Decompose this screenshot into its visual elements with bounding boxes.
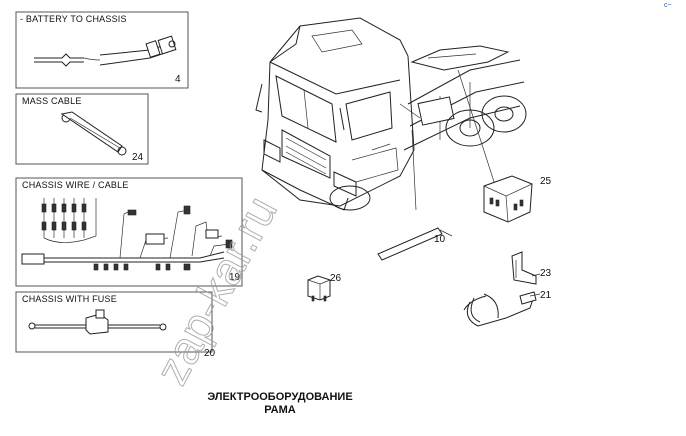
part-21-clamp: 21	[463, 290, 552, 327]
callout-25: 25	[540, 176, 552, 187]
panel-num-battery: 4	[175, 74, 181, 85]
part-10-strip: 10	[377, 227, 453, 261]
caption-line-1: ЭЛЕКТРООБОРУДОВАНИЕ	[207, 391, 352, 403]
part-26-relay: 26	[307, 273, 342, 302]
caption-line-2: РАМА	[264, 404, 295, 416]
callout-10: 10	[434, 234, 446, 245]
panel-title-wire: CHASSIS WIRE / CABLE	[22, 180, 129, 190]
callout-23: 23	[540, 268, 552, 279]
chassis-wire-harness-drawing	[21, 198, 233, 271]
panel-battery-to-chassis: - BATTERY TO CHASSIS 4	[15, 11, 189, 89]
panel-title-fuse: CHASSIS WITH FUSE	[22, 294, 117, 304]
truck-illustration	[255, 17, 527, 211]
callout-26: 26	[330, 273, 342, 284]
panel-title-battery: - BATTERY TO CHASSIS	[20, 14, 127, 24]
battery-cable-drawing	[34, 35, 177, 67]
panel-chassis-wire: CHASSIS WIRE / CABLE	[15, 177, 243, 287]
panel-mass-cable: MASS CABLE 24	[15, 93, 149, 165]
callout-21: 21	[540, 290, 552, 301]
panel-title-mass: MASS CABLE	[22, 96, 82, 106]
mass-cable-drawing	[60, 111, 127, 156]
panel-num-wire: 19	[229, 272, 241, 283]
panel-chassis-with-fuse: CHASSIS WITH FUSE 20	[15, 291, 216, 359]
panel-num-fuse: 20	[204, 348, 216, 359]
part-25-junction-box: 25	[483, 175, 552, 223]
corner-mark: c~	[664, 2, 672, 9]
part-23-bracket: 23	[511, 251, 552, 285]
panel-num-mass: 24	[132, 152, 144, 163]
fuse-cable-drawing	[28, 309, 167, 335]
